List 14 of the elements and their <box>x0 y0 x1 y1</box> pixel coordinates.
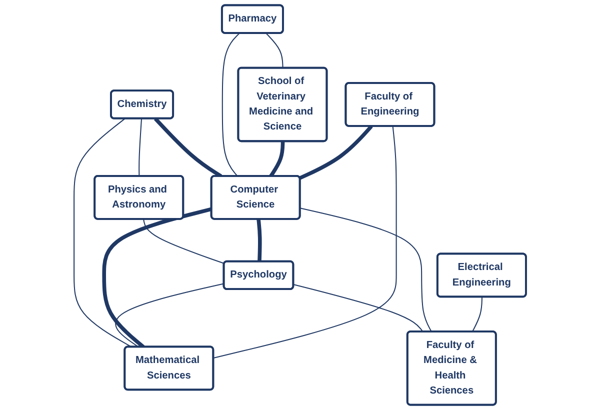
connector <box>213 126 397 358</box>
connector <box>222 32 240 177</box>
connector <box>299 125 373 180</box>
connector <box>115 283 224 348</box>
connector <box>269 141 285 178</box>
connector <box>143 219 224 264</box>
connector <box>300 208 432 332</box>
connector <box>293 284 424 332</box>
connector <box>472 297 482 332</box>
connector <box>102 207 212 348</box>
connector <box>138 118 142 176</box>
connector <box>266 32 284 68</box>
connector <box>74 118 132 348</box>
connector <box>256 219 262 262</box>
